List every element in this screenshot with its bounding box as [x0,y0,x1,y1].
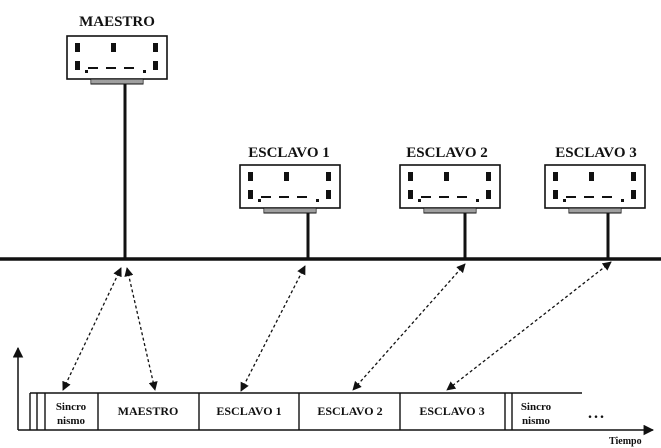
slot-slave-2-label: ESCLAVO 2 [317,404,382,418]
slave-3-node: ESCLAVO 3 [544,145,646,258]
master-node: MAESTRO [66,14,168,258]
slave-2-label: ESCLAVO 2 [406,145,488,161]
slave-2-node: ESCLAVO 2 [399,145,501,258]
slot-sync-2-line2: nismo [522,415,551,427]
master-board-icon [66,35,168,85]
slave-1-label: ESCLAVO 1 [248,145,330,161]
slot-sync-1-line1: Sincro [56,401,87,413]
time-axis-label: Tiempo [609,436,642,447]
arrow-slave-1 [240,265,306,392]
timeline-ellipsis: ... [588,405,606,422]
slave-3-label: ESCLAVO 3 [555,145,637,161]
slave-3-board-icon [544,164,646,214]
arrow-master-slot [124,267,158,391]
slave-1-node: ESCLAVO 1 [239,145,341,258]
timeline-frame [29,392,582,430]
slot-sync-2-line1: Sincro [521,401,552,413]
slot-slave-1-label: ESCLAVO 1 [216,404,281,418]
slave-2-board-icon [399,164,501,214]
arrow-master-sync [62,267,122,391]
arrow-slave-3 [446,261,612,391]
slot-sync-1-line2: nismo [57,415,86,427]
master-label: MAESTRO [79,14,155,30]
slot-slave-3-label: ESCLAVO 3 [419,404,484,418]
arrow-slave-2 [352,263,466,391]
slave-1-board-icon [239,164,341,214]
slot-master-label: MAESTRO [118,404,179,418]
